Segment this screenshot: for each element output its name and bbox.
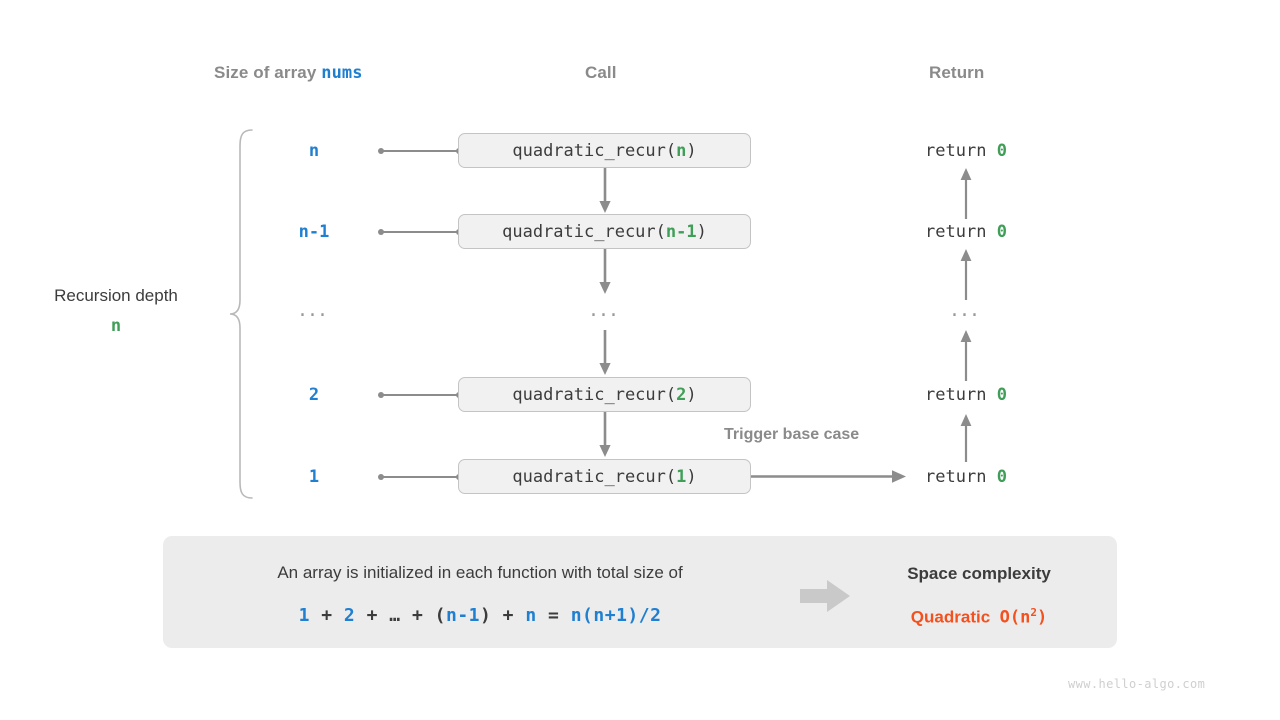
formula-op-3: + (	[400, 605, 446, 626]
formula-term-2: 2	[343, 605, 356, 626]
summary-value-exponent: 2	[1030, 606, 1037, 619]
return-arrow-row-5-to-4	[960, 414, 972, 462]
summary-description: An array is initialized in each function…	[277, 563, 683, 582]
call-name-row-4: quadratic_recur(	[512, 384, 677, 405]
call-paren-row-1: )	[686, 140, 697, 161]
summary-formula: 1 + 2 + … + (n-1) + n = n(n+1)/2	[180, 605, 780, 626]
call-arrow-row-1-to-2	[599, 168, 611, 213]
return-keyword-row-5: return	[925, 467, 987, 487]
formula-term-3: …	[389, 605, 401, 626]
return-row-5: return 0	[866, 467, 1066, 487]
summary-value: Quadratic O(n2)	[866, 606, 1092, 628]
formula-op-1: +	[309, 605, 344, 626]
formula-op-2: +	[355, 605, 390, 626]
base-case-arrow	[751, 470, 906, 483]
call-arg-row-4: 2	[676, 384, 687, 405]
formula-term-1: 1	[298, 605, 310, 626]
call-paren-row-4: )	[686, 384, 697, 405]
column-header-size: Size of array nums	[214, 63, 363, 83]
call-paren-row-5: )	[686, 466, 697, 487]
call-arg-row-2: n-1	[665, 221, 697, 242]
formula-term-6: n(n+1)/2	[570, 605, 662, 626]
call-box-row-3: ...	[590, 297, 620, 322]
return-value-row-4: 0	[996, 385, 1007, 405]
call-arrow-row-4-to-5	[599, 412, 611, 457]
column-header-size-mono: nums	[321, 63, 363, 83]
summary-title: Space complexity	[907, 564, 1051, 583]
recursion-depth-value: n	[110, 316, 122, 336]
return-row-4: return 0	[866, 385, 1066, 405]
return-row-1: return 0	[866, 141, 1066, 161]
call-name-row-5: quadratic_recur(	[512, 466, 677, 487]
recursion-depth-brace	[229, 129, 253, 499]
size-value-row-1: n	[308, 141, 320, 161]
return-row-3: ...	[951, 297, 981, 322]
return-keyword-row-4: return	[925, 385, 987, 405]
formula-op-4: ) +	[480, 605, 526, 626]
summary-panel	[163, 536, 1117, 648]
call-name-row-1: quadratic_recur(	[512, 140, 677, 161]
call-box-row-2[interactable]: quadratic_recur(n-1)	[458, 214, 751, 249]
summary-value-word: Quadratic	[910, 607, 991, 627]
size-value-row-4: 2	[308, 385, 320, 405]
call-box-row-4[interactable]: quadratic_recur(2)	[458, 377, 751, 412]
return-row-2: return 0	[866, 222, 1066, 242]
return-arrow-row-4-to-3	[960, 330, 972, 381]
call-box-row-1[interactable]: quadratic_recur(n)	[458, 133, 751, 168]
call-arg-row-1: n	[676, 140, 687, 161]
column-header-size-prefix: Size of array	[214, 63, 322, 82]
return-keyword-row-2: return	[925, 222, 987, 242]
formula-term-4: n-1	[445, 605, 480, 626]
formula-op-5: =	[536, 605, 571, 626]
size-value-row-5: 1	[308, 467, 320, 487]
connector-line-row-1	[381, 150, 461, 152]
return-keyword-row-1: return	[925, 141, 987, 161]
summary-value-bigo: O(n	[999, 607, 1031, 628]
return-value-row-2: 0	[996, 222, 1007, 242]
return-value-row-1: 0	[996, 141, 1007, 161]
return-value-row-5: 0	[996, 467, 1007, 487]
column-header-call: Call	[585, 63, 617, 82]
recursion-depth-label: Recursion depth	[54, 286, 178, 305]
call-arrow-row-3-to-4	[599, 330, 611, 375]
connector-line-row-4	[381, 394, 461, 396]
call-box-row-5[interactable]: quadratic_recur(1)	[458, 459, 751, 494]
connector-line-row-2	[381, 231, 461, 233]
size-value-row-2: n-1	[298, 222, 330, 242]
watermark: www.hello-algo.com	[1068, 677, 1206, 691]
column-header-return: Return	[929, 63, 985, 82]
call-paren-row-2: )	[696, 221, 707, 242]
summary-block-arrow-icon	[800, 580, 850, 612]
formula-term-5: n	[525, 605, 537, 626]
trigger-base-case-label: Trigger base case	[724, 426, 860, 443]
call-arg-row-5: 1	[676, 466, 687, 487]
return-arrow-row-2-to-1	[960, 168, 972, 219]
summary-value-close-paren: )	[1036, 607, 1048, 628]
call-arrow-row-2-to-3	[599, 249, 611, 294]
return-arrow-row-3-to-2	[960, 249, 972, 300]
connector-line-row-5	[381, 476, 461, 478]
call-name-row-2: quadratic_recur(	[502, 221, 666, 242]
size-value-row-3: ...	[299, 297, 329, 322]
